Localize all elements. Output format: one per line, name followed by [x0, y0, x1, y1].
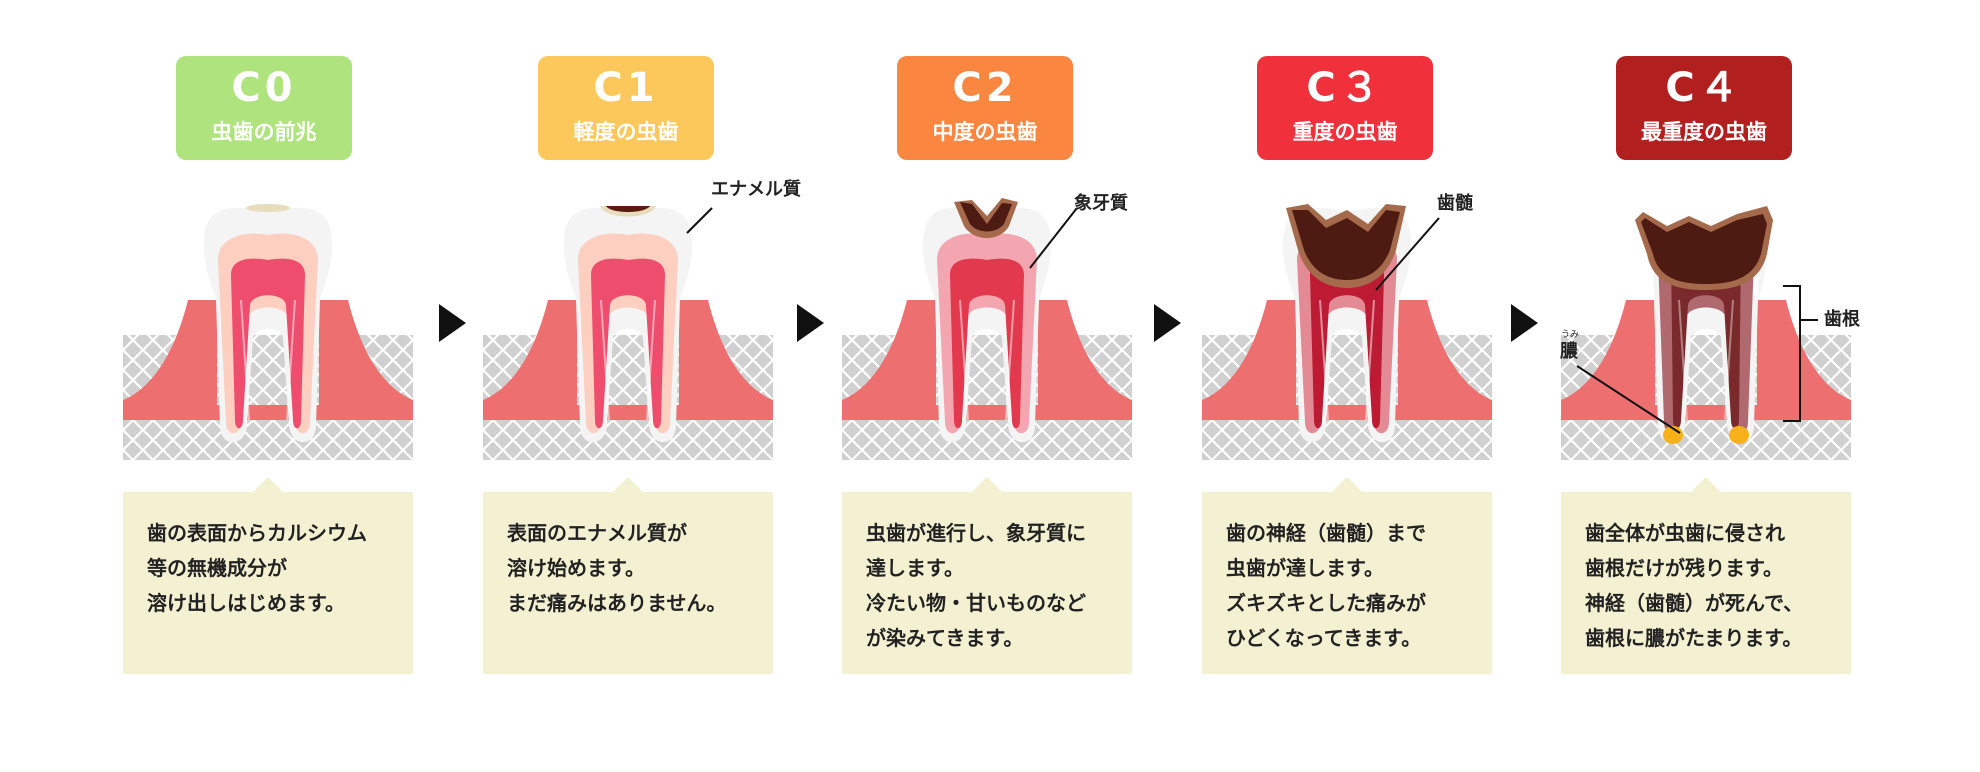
tooth-illustration-c1 [483, 206, 773, 460]
tooth-illustration-c2 [842, 198, 1132, 460]
tooth-illustration-c0 [123, 204, 413, 460]
description-line: 虫歯が達します。 [1226, 556, 1384, 580]
description-line: 表面のエナメル質が [507, 521, 687, 545]
description-line: 歯の神経（歯髄）まで [1226, 521, 1426, 545]
stage-name: 重度の虫歯 [1292, 120, 1398, 144]
box-pointer [1691, 477, 1721, 492]
description-line: 虫歯が進行し、象牙質に [866, 521, 1086, 545]
description-line: まだ痛みはありません。 [507, 591, 727, 615]
stage-code: C1 [593, 65, 659, 111]
description-line: ズキズキとした痛みが [1226, 591, 1426, 615]
box-pointer [1332, 477, 1362, 492]
label-pulp: 歯髄 [1437, 193, 1473, 214]
stage-badge-c2: C2 中度の虫歯 [897, 56, 1073, 160]
description-box-c3: 歯の神経（歯髄）まで 虫歯が達します。 ズキズキとした痛みが ひどくなってきます… [1202, 477, 1492, 674]
progression-arrow [797, 304, 824, 342]
stage-code: C2 [952, 65, 1018, 111]
label-root: 歯根 [1824, 309, 1860, 330]
description-box-c0: 歯の表面からカルシウム 等の無機成分が 溶け出しはじめます。 [123, 477, 413, 674]
progression-arrow [1511, 304, 1538, 342]
description-box-c1: 表面のエナメル質が 溶け始めます。 まだ痛みはありません。 [483, 477, 773, 674]
stage-name: 最重度の虫歯 [1641, 120, 1767, 144]
description-line: 冷たい物・甘いものなど [866, 591, 1086, 615]
stage-code: C３ [1306, 65, 1384, 111]
tooth-illustration-c4 [1561, 206, 1851, 460]
label-pus-reading: うみ [1561, 330, 1580, 340]
label-enamel: エナメル質 [711, 179, 801, 200]
progression-arrow [1154, 304, 1181, 342]
description-line: ひどくなってきます。 [1226, 626, 1422, 650]
stage-code: C４ [1665, 65, 1743, 111]
box-pointer [253, 477, 283, 492]
description-line: 等の無機成分が [147, 556, 287, 580]
stage-name: 中度の虫歯 [932, 120, 1038, 144]
description-box-c4: 歯全体が虫歯に侵され 歯根だけが残ります。 神経（歯髄）が死んで、 歯根に膿がた… [1561, 477, 1851, 674]
description-box-c2: 虫歯が進行し、象牙質に 達します。 冷たい物・甘いものなど が染みてきます。 [842, 477, 1132, 674]
box-pointer [972, 477, 1002, 492]
description-line: 神経（歯髄）が死んで、 [1585, 591, 1804, 615]
stage-badge-c4: C４ 最重度の虫歯 [1616, 56, 1792, 160]
description-line: 溶け出しはじめます。 [147, 591, 345, 615]
description-line: 歯根に膿がたまります。 [1585, 626, 1803, 650]
tooth-illustration-c3 [1202, 204, 1492, 460]
stage-name: 軽度の虫歯 [573, 120, 679, 144]
description-line: が染みてきます。 [866, 626, 1024, 650]
description-line: 歯の表面からカルシウム [147, 521, 367, 545]
stage-name: 虫歯の前兆 [211, 120, 317, 144]
label-pus: 膿 [1560, 341, 1578, 362]
description-line: 歯全体が虫歯に侵され [1585, 521, 1785, 545]
box-pointer [613, 477, 643, 492]
description-line: 溶け始めます。 [507, 556, 645, 580]
stage-code: C0 [231, 65, 297, 111]
stage-badge-c0: C0 虫歯の前兆 [176, 56, 352, 160]
progression-arrow [439, 304, 466, 342]
description-line: 歯根だけが残ります。 [1585, 556, 1783, 580]
label-dentin: 象牙質 [1074, 193, 1128, 214]
stage-badge-c3: C３ 重度の虫歯 [1257, 56, 1433, 160]
description-line: 達します。 [866, 556, 964, 580]
stage-badge-c1: C1 軽度の虫歯 [538, 56, 714, 160]
